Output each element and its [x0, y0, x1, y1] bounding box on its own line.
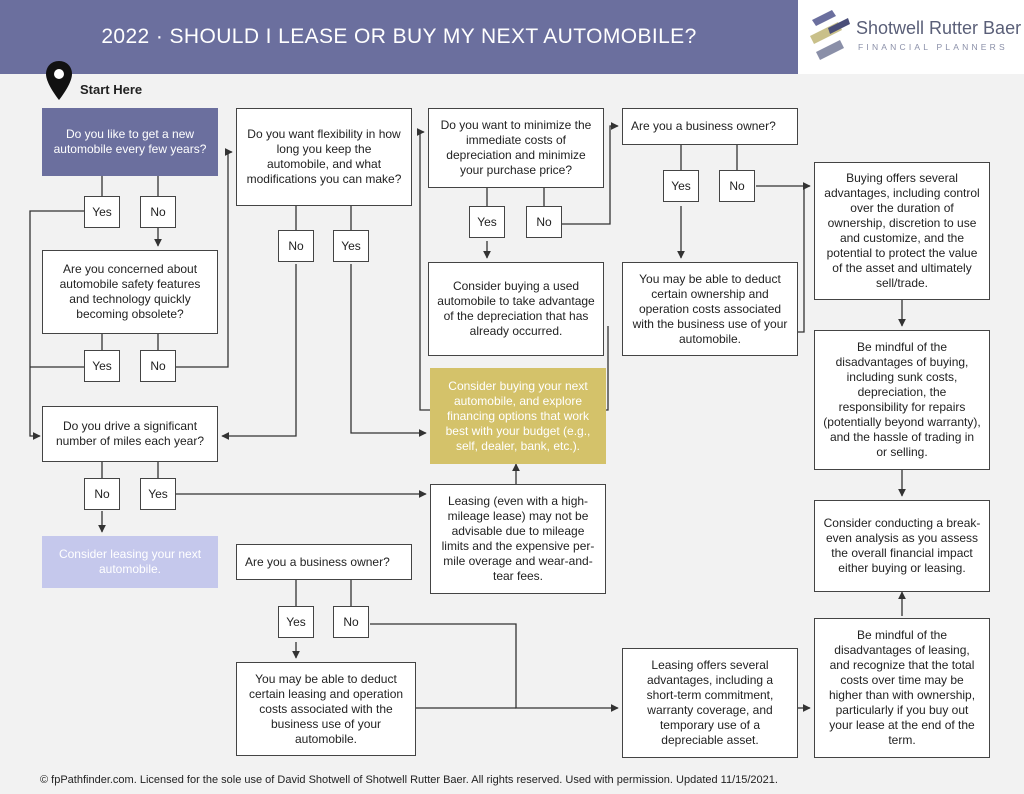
deduct-ownership-costs: You may be able to deduct certain owners… — [622, 262, 798, 356]
question-minimize-costs: Do you want to minimize the immediate co… — [428, 108, 604, 188]
question-business-owner-lease: Are you a business owner? — [236, 544, 412, 580]
question-miles-driven: Do you drive a significant number of mil… — [42, 406, 218, 462]
answer-yes: Yes — [278, 606, 314, 638]
footer-copyright: © fpPathfinder.com. Licensed for the sol… — [40, 774, 778, 786]
answer-no: No — [526, 206, 562, 238]
logo-icon — [810, 10, 850, 60]
answer-yes: Yes — [84, 196, 120, 228]
consider-used-automobile: Consider buying a used automobile to tak… — [428, 262, 604, 356]
answer-no: No — [84, 478, 120, 510]
leasing-mileage-warning: Leasing (even with a high-mileage lease)… — [430, 484, 606, 594]
logo-name: Shotwell Rutter Baer — [856, 18, 1022, 38]
logo-area — [798, 0, 1024, 74]
leasing-advantages: Leasing offers several advantages, inclu… — [622, 648, 798, 758]
answer-no: No — [333, 606, 369, 638]
answer-no: No — [278, 230, 314, 262]
answer-yes: Yes — [84, 350, 120, 382]
answer-no: No — [140, 196, 176, 228]
answer-no: No — [140, 350, 176, 382]
page-title: 2022 · SHOULD I LEASE OR BUY MY NEXT AUT… — [101, 25, 697, 48]
question-flexibility: Do you want flexibility in how long you … — [236, 108, 412, 206]
start-here-label: Start Here — [80, 82, 143, 97]
answer-yes: Yes — [140, 478, 176, 510]
location-pin-icon — [46, 61, 72, 100]
consider-buying: Consider buying your next automobile, an… — [430, 368, 606, 464]
leasing-disadvantages: Be mindful of the disadvantages of leasi… — [814, 618, 990, 758]
header-banner — [0, 0, 798, 74]
answer-yes: Yes — [663, 170, 699, 202]
question-safety-features: Are you concerned about automobile safet… — [42, 250, 218, 334]
question-new-automobile: Do you like to get a new automobile ever… — [42, 108, 218, 176]
answer-no: No — [719, 170, 755, 202]
answer-yes: Yes — [469, 206, 505, 238]
consider-leasing: Consider leasing your next automobile. — [42, 536, 218, 588]
buying-disadvantages: Be mindful of the disadvantages of buyin… — [814, 330, 990, 470]
answer-yes: Yes — [333, 230, 369, 262]
break-even-analysis: Consider conducting a break-even analysi… — [814, 500, 990, 592]
buying-advantages: Buying offers several advantages, includ… — [814, 162, 990, 300]
deduct-leasing-costs: You may be able to deduct certain leasin… — [236, 662, 416, 756]
logo-tagline: FINANCIAL PLANNERS — [858, 42, 1008, 52]
question-business-owner-buy: Are you a business owner? — [622, 108, 798, 145]
